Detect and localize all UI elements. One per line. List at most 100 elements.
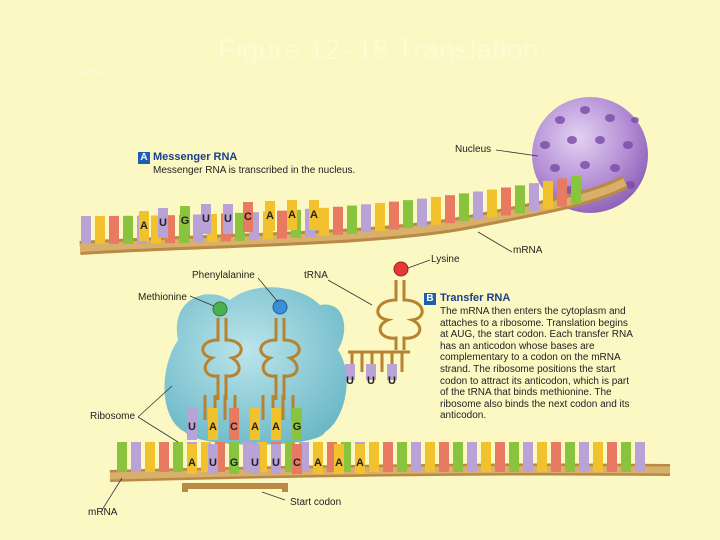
ribosome-anticodon-nucleotide	[187, 408, 197, 440]
bottom-nucleotide	[299, 442, 309, 472]
free-anticodon-base: U	[388, 375, 396, 387]
ribosome-anticodon-nucleotide	[229, 408, 239, 440]
bottom-nucleotide	[481, 442, 491, 472]
top-nucleotide	[389, 201, 399, 230]
bottom-nucleotide	[411, 442, 421, 472]
ribosome-label: Ribosome	[90, 411, 136, 422]
panel-b-line: complementary to a codon on the mRNA	[440, 352, 621, 364]
mrna-bottom-label: mRNA	[88, 507, 118, 518]
bottom-nucleotide	[131, 442, 141, 472]
top-nucleotide	[235, 212, 245, 241]
bottom-nucleotide	[341, 442, 351, 472]
top-codon-nucleotide	[265, 201, 275, 231]
ribosome-anticodon-nucleotide	[292, 408, 302, 440]
top-nucleotide	[403, 200, 413, 229]
top-nucleotide	[81, 216, 91, 244]
top-strand-base: A	[266, 210, 274, 222]
phenylalanine-label: Phenylalanine	[192, 270, 255, 281]
ribosome-anticodon-base: G	[293, 421, 302, 433]
bottom-strand-base: A	[335, 457, 343, 469]
trna-phenylalanine	[259, 318, 301, 420]
top-strand-base: U	[224, 213, 232, 225]
bottom-codon-nucleotide	[334, 444, 344, 474]
mrna-top-label: mRNA	[513, 245, 543, 256]
bottom-nucleotide	[495, 442, 505, 472]
bottom-nucleotide	[159, 442, 169, 472]
panel-b-badge: B	[424, 293, 436, 305]
panel-b-line: attaches to a ribosome. Translation begi…	[440, 317, 628, 329]
lysine-label: Lysine	[431, 254, 460, 265]
bottom-nucleotide	[383, 442, 393, 472]
bottom-strand-base: U	[251, 457, 259, 469]
ribosome-anticodon-nucleotide	[271, 408, 281, 440]
bottom-nucleotide	[215, 442, 225, 472]
bottom-nucleotide	[551, 442, 561, 472]
bottom-codon-nucleotide	[271, 444, 281, 474]
bottom-nucleotide	[145, 442, 155, 472]
bottom-nucleotide	[467, 442, 477, 472]
panel-a-heading: Messenger RNA	[153, 151, 238, 163]
top-nucleotide	[375, 202, 385, 231]
bottom-nucleotide	[173, 442, 183, 472]
top-nucleotide	[319, 207, 329, 236]
top-nucleotide	[95, 215, 105, 244]
bottom-nucleotide	[537, 442, 547, 472]
bottom-strand-base: A	[314, 457, 322, 469]
bottom-strand-base: U	[209, 457, 217, 469]
bottom-nucleotide	[593, 442, 603, 472]
bottom-strand-base: G	[230, 457, 239, 469]
top-codon-nucleotide	[287, 200, 297, 230]
top-nucleotide	[333, 206, 343, 235]
top-nucleotide	[347, 205, 357, 234]
bottom-nucleotide	[243, 442, 253, 472]
ribosome-anticodon-base: C	[230, 421, 238, 433]
bottom-nucleotide	[257, 442, 267, 472]
bottom-codon-nucleotide	[250, 444, 260, 474]
ribosome-anticodon-base: A	[251, 421, 259, 433]
panel-a-text: Messenger RNA is transcribed in the nucl…	[153, 165, 356, 176]
bottom-strand-base: C	[293, 457, 301, 469]
nucleus-label: Nucleus	[455, 144, 492, 155]
panel-b-line: at AUG, the start codon. Each transfer R…	[440, 329, 633, 341]
lysine-ball	[393, 261, 409, 277]
trna-methionine	[201, 318, 243, 420]
bottom-strand-base: A	[188, 457, 196, 469]
top-nucleotide	[529, 183, 539, 212]
panel-b-line: codon to attract its anticodon, which is…	[440, 375, 629, 387]
top-nucleotide	[543, 180, 553, 209]
top-nucleotide	[123, 215, 133, 244]
top-codon-nucleotide	[243, 202, 253, 232]
slide-title: Figure 12–18 Translation	[218, 34, 539, 66]
top-strand-base: A	[140, 220, 148, 232]
panel-b-line: strand. The ribosome positions the start	[440, 363, 616, 375]
top-nucleotide	[557, 178, 567, 207]
top-nucleotide	[515, 185, 525, 214]
panel-b-line: of the tRNA that binds methionine. The	[440, 387, 612, 399]
top-strand-base: U	[202, 213, 210, 225]
panel-b-line: anticodon.	[440, 410, 487, 422]
bottom-strand-base: A	[356, 457, 364, 469]
bottom-codon-nucleotide	[355, 444, 365, 474]
free-anticodon-nucleotide	[345, 364, 355, 380]
top-nucleotide	[571, 176, 581, 204]
bottom-nucleotide	[285, 442, 295, 472]
panel-b-line: ribosome also binds the next codon and i…	[440, 398, 630, 410]
top-nucleotide	[151, 215, 161, 244]
top-nucleotide	[431, 196, 441, 225]
top-strand-base: A	[310, 209, 318, 221]
top-codon-nucleotide	[223, 204, 233, 234]
bottom-nucleotide	[453, 442, 463, 472]
panel-b-heading: Transfer RNA	[440, 292, 511, 304]
top-codon-nucleotide	[180, 206, 190, 236]
top-codon-nucleotide	[309, 200, 319, 230]
bottom-nucleotide	[565, 442, 575, 472]
top-nucleotide	[417, 198, 427, 227]
ribosome-anticodon-nucleotide	[208, 408, 218, 440]
leader-lines	[101, 149, 539, 511]
